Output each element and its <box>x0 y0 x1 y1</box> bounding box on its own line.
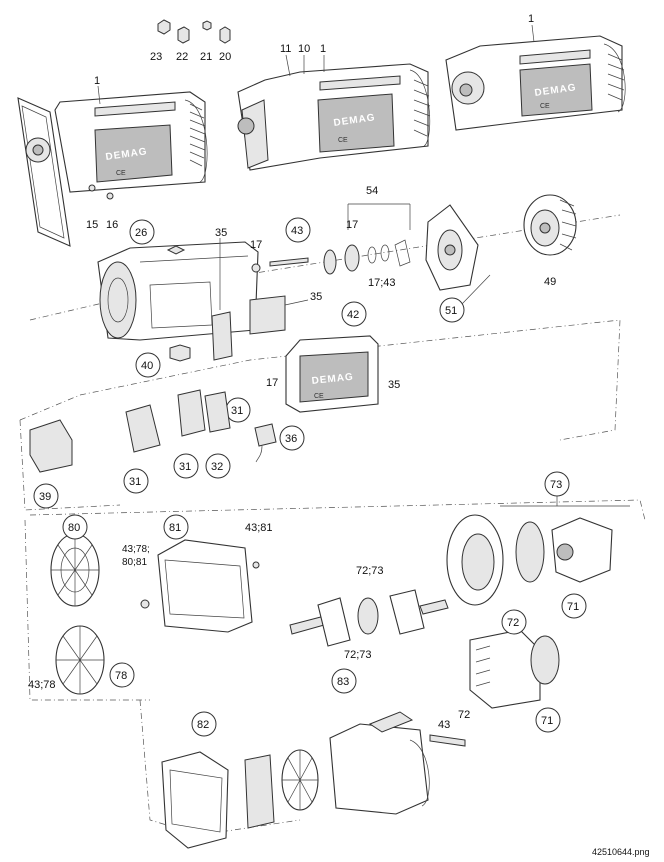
label-32: 32 <box>211 461 223 473</box>
rectifier-modules <box>29 389 277 473</box>
label-10: 10 <box>298 43 310 55</box>
label-1-left: 1 <box>94 75 100 87</box>
motor-83 <box>329 711 466 815</box>
label-73: 73 <box>550 479 562 491</box>
label-31-lower: 31 <box>129 476 141 488</box>
callout-83 <box>331 668 357 694</box>
label-11: 11 <box>280 43 291 55</box>
label-54: 54 <box>366 185 378 197</box>
fan-hood-82 <box>161 751 229 849</box>
image-file-name: 42510644.png <box>592 847 650 857</box>
callout-31-middle <box>173 453 199 479</box>
terminal-strips <box>211 295 286 361</box>
brake-72 <box>469 629 560 709</box>
callout-42 <box>341 301 367 327</box>
fan-cover-49 <box>523 194 577 256</box>
label-82: 82 <box>197 719 209 731</box>
label-72-73-bottom: 72;73 <box>344 649 372 661</box>
small-parts-20-23 <box>157 19 231 44</box>
label-35-cover: 35 <box>388 379 400 391</box>
callout-80 <box>62 514 88 540</box>
ce-mark-motor-right: CE <box>540 103 550 110</box>
label-72-callout: 72 <box>507 617 519 629</box>
label-22: 22 <box>176 51 188 63</box>
callout-78 <box>109 662 135 688</box>
brake-cover-51 <box>425 204 479 291</box>
label-15: 15 <box>86 219 98 231</box>
label-35-mid: 35 <box>310 291 322 303</box>
label-71-lower: 71 <box>541 715 553 727</box>
label-72-73-top: 72;73 <box>356 565 384 577</box>
label-17-cover: 17 <box>266 377 278 389</box>
label-21: 21 <box>200 51 212 63</box>
label-49: 49 <box>544 276 556 288</box>
fan-80 <box>50 533 100 607</box>
terminal-cover-42 <box>285 335 379 413</box>
fan-and-brake-83 <box>244 749 319 829</box>
label-31-middle: 31 <box>179 461 191 473</box>
ce-mark-motor-middle: CE <box>338 137 348 144</box>
callout-81 <box>163 514 189 540</box>
label-81: 81 <box>169 522 181 534</box>
label-43-81: 43;81 <box>245 522 273 534</box>
label-43-78: 43;78 <box>28 679 56 691</box>
label-16: 16 <box>106 219 118 231</box>
label-26: 26 <box>135 227 147 239</box>
label-71-upper: 71 <box>567 601 579 613</box>
label-43-78-80-81-line2: 80;81 <box>122 557 147 568</box>
label-51: 51 <box>445 305 457 317</box>
label-80: 80 <box>68 522 80 534</box>
callout-43 <box>285 217 311 243</box>
callout-72 <box>501 609 527 635</box>
motor-gear-assembly <box>237 63 431 171</box>
ce-mark-motor-left: CE <box>116 170 126 177</box>
label-42: 42 <box>347 309 359 321</box>
label-1-right: 1 <box>528 13 534 25</box>
callout-26 <box>129 219 155 245</box>
callout-71-lower <box>535 707 561 733</box>
fan-hood-81 <box>157 539 253 633</box>
label-43-bottom: 43 <box>438 719 450 731</box>
label-43-top: 43 <box>291 225 303 237</box>
label-31-upper: 31 <box>231 405 243 417</box>
label-36: 36 <box>285 433 297 445</box>
label-43-78-80-81-line1: 43;78; <box>122 544 150 555</box>
motor-housing-26 <box>97 241 259 341</box>
callout-51 <box>439 297 465 323</box>
label-39: 39 <box>39 491 51 503</box>
label-40: 40 <box>141 360 153 372</box>
fan-78 <box>55 625 105 695</box>
brake-disc-stack <box>323 239 411 275</box>
callout-31-lower <box>123 468 149 494</box>
brand-label-terminal-cover: DEMAG <box>311 372 354 387</box>
label-72-lower: 72 <box>458 709 470 721</box>
callout-71-upper <box>561 593 587 619</box>
label-23: 23 <box>150 51 162 63</box>
ce-mark-terminal-cover: CE <box>314 393 324 400</box>
callout-32 <box>205 453 231 479</box>
label-35-top: 35 <box>215 227 227 239</box>
callout-40 <box>135 352 161 378</box>
label-1-middle: 1 <box>320 43 326 55</box>
callout-39 <box>33 483 59 509</box>
label-20: 20 <box>219 51 231 63</box>
coupling-parts <box>289 589 449 647</box>
callout-82 <box>191 711 217 737</box>
label-78: 78 <box>115 670 127 682</box>
label-17-brake: 17 <box>346 219 358 231</box>
motor-flange-assembly <box>17 91 208 247</box>
brake-housing-73 <box>446 514 613 606</box>
label-17-top: 17 <box>250 239 262 251</box>
motor-direct-assembly <box>445 35 626 131</box>
label-83: 83 <box>337 676 349 688</box>
label-17-43: 17;43 <box>368 277 396 289</box>
callout-36 <box>279 425 305 451</box>
